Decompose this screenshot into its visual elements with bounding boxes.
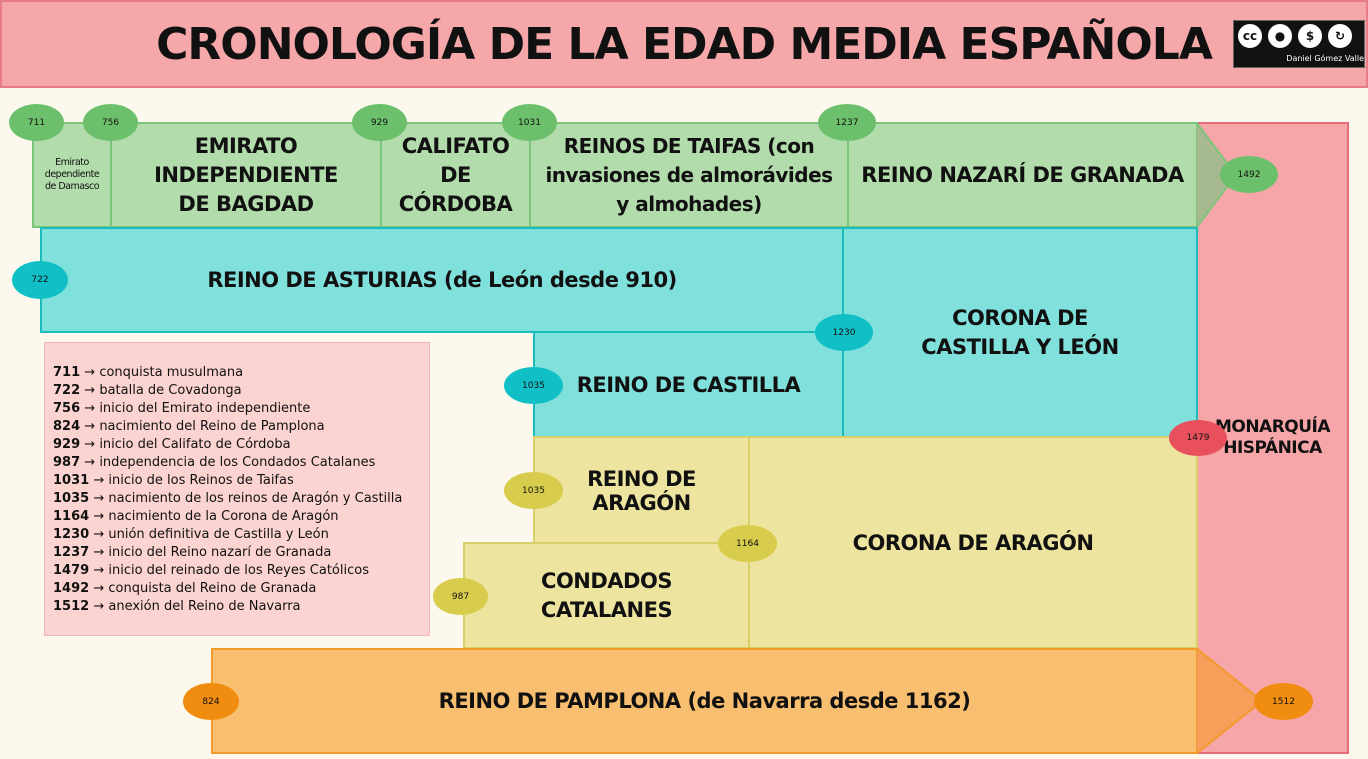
year-badge-824: 824: [183, 683, 239, 720]
legend-text: nacimiento de la Corona de Aragón: [108, 509, 339, 524]
nazari-arrow-shape: [1196, 122, 1238, 228]
year-badge-1035-castilla: 1035: [504, 367, 563, 404]
legend-year: 756: [53, 401, 81, 416]
legend-item: 1492 → conquista del Reino de Granada: [53, 580, 402, 598]
legend-item: 1230 → unión definitiva de Castilla y Le…: [53, 526, 402, 544]
year-badge-1031: 1031: [502, 104, 557, 141]
legend-year: 1492: [53, 581, 90, 596]
legend-year: 1230: [53, 527, 90, 542]
arrow-icon: →: [80, 401, 100, 416]
legend-year: 824: [53, 419, 81, 434]
block-califato-cordoba: CALIFATO DE CÓRDOBA: [380, 122, 531, 228]
block-corona-castilla-leon: CORONA DE CASTILLA Y LEÓN: [842, 227, 1198, 438]
block-reino-castilla: REINO DE CASTILLA: [533, 331, 844, 438]
legend-text: inicio del Califato de Córdoba: [99, 437, 291, 452]
year-badge-1237: 1237: [818, 104, 876, 141]
legend-item: 987 → independencia de los Condados Cata…: [53, 454, 402, 472]
arrow-icon: →: [80, 437, 100, 452]
block-corona-aragon: CORONA DE ARAGÓN: [748, 436, 1198, 649]
legend-item: 1031 → inicio de los Reinos de Taifas: [53, 472, 402, 490]
legend-year: 1031: [53, 473, 90, 488]
legend-item: 1035 → nacimiento de los reinos de Aragó…: [53, 490, 402, 508]
legend-item: 1479 → inicio del reinado de los Reyes C…: [53, 562, 402, 580]
arrow-icon: →: [89, 509, 109, 524]
arrow-icon: →: [89, 545, 109, 560]
arrow-icon: →: [80, 419, 100, 434]
block-reinos-taifas: REINOS DE TAIFAS (con invasiones de almo…: [529, 122, 849, 228]
year-badge-711: 711: [9, 104, 64, 141]
legend-item: 1164 → nacimiento de la Corona de Aragón: [53, 508, 402, 526]
legend-text: batalla de Covadonga: [99, 383, 242, 398]
title-bar: [0, 0, 1368, 88]
arrow-icon: →: [89, 491, 109, 506]
block-reino-pamplona: REINO DE PAMPLONA (de Navarra desde 1162…: [211, 648, 1198, 754]
legend-text: inicio de los Reinos de Taifas: [108, 473, 294, 488]
legend-item: 929 → inicio del Califato de Córdoba: [53, 436, 402, 454]
block-reino-aragon: REINO DE ARAGÓN: [533, 436, 750, 546]
year-badge-929: 929: [352, 104, 407, 141]
year-badge-1035-aragon: 1035: [504, 472, 563, 509]
license-author: Daniel Gómez Valle: [1286, 54, 1364, 63]
legend-text: inicio del reinado de los Reyes Católico…: [108, 563, 369, 578]
legend-year: 1512: [53, 599, 90, 614]
block-emirato-independiente: EMIRATO INDEPENDIENTE DE BAGDAD: [110, 122, 382, 228]
attribution-icon: ●: [1266, 22, 1294, 50]
legend-year: 722: [53, 383, 81, 398]
legend-text: unión definitiva de Castilla y León: [108, 527, 329, 542]
legend-text: inicio del Reino nazarí de Granada: [108, 545, 332, 560]
legend-year: 987: [53, 455, 81, 470]
year-badge-1164: 1164: [718, 525, 777, 562]
year-badge-1230: 1230: [815, 314, 873, 351]
arrow-icon: →: [80, 383, 100, 398]
year-badge-1512: 1512: [1254, 683, 1313, 720]
noncommercial-icon: $: [1296, 22, 1324, 50]
legend-text: conquista musulmana: [99, 365, 244, 380]
legend-year: 711: [53, 365, 81, 380]
legend-box: [44, 342, 430, 636]
year-badge-1492: 1492: [1220, 156, 1278, 193]
sharealike-icon: ↻: [1326, 22, 1354, 50]
year-badge-756: 756: [83, 104, 138, 141]
legend-text: independencia de los Condados Catalanes: [99, 455, 376, 470]
arrow-icon: →: [89, 563, 109, 578]
cc-icons: cc ● $ ↻: [1236, 22, 1354, 50]
year-badge-1479: 1479: [1169, 420, 1227, 456]
legend-text: nacimiento del Reino de Pamplona: [99, 419, 325, 434]
legend-year: 1237: [53, 545, 90, 560]
arrow-icon: →: [89, 599, 109, 614]
arrow-icon: →: [80, 455, 100, 470]
legend-year: 929: [53, 437, 81, 452]
legend-item: 722 → batalla de Covadonga: [53, 382, 402, 400]
year-badge-722: 722: [12, 261, 68, 299]
page-title: CRONOLOGÍA DE LA EDAD MEDIA ESPAÑOLA: [156, 18, 1213, 70]
legend-text: nacimiento de los reinos de Aragón y Cas…: [108, 491, 403, 506]
legend-text: conquista del Reino de Granada: [108, 581, 317, 596]
legend-item: 711 → conquista musulmana: [53, 364, 402, 382]
block-reino-nazari: REINO NAZARÍ DE GRANADA: [847, 122, 1198, 228]
arrow-icon: →: [89, 527, 109, 542]
arrow-icon: →: [89, 473, 109, 488]
arrow-icon: →: [89, 581, 109, 596]
block-condados-catalanes: CONDADOS CATALANES: [463, 542, 750, 649]
cc-icon: cc: [1236, 22, 1264, 50]
arrow-icon: →: [80, 365, 100, 380]
pamplona-arrow-shape: [1196, 648, 1264, 754]
legend-item: 1512 → anexión del Reino de Navarra: [53, 598, 402, 616]
legend-item: 756 → inicio del Emirato independiente: [53, 400, 402, 418]
legend-text: inicio del Emirato independiente: [99, 401, 311, 416]
legend-item: 824 → nacimiento del Reino de Pamplona: [53, 418, 402, 436]
year-badge-987: 987: [433, 578, 488, 615]
legend-text: anexión del Reino de Navarra: [108, 599, 301, 614]
legend-year: 1035: [53, 491, 90, 506]
legend-item: 1237 → inicio del Reino nazarí de Granad…: [53, 544, 402, 562]
legend-year: 1164: [53, 509, 90, 524]
block-reino-asturias: REINO DE ASTURIAS (de León desde 910): [40, 227, 844, 333]
legend-year: 1479: [53, 563, 90, 578]
